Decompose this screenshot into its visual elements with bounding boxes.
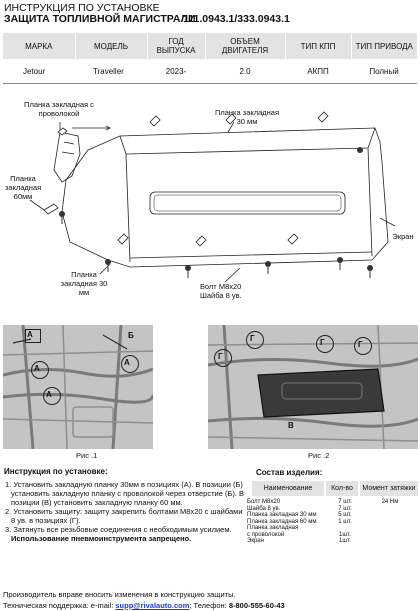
callout-bolt: Болт М8х20 — [200, 282, 242, 291]
instruction-step: 8 ув. в позициях (Г). — [11, 516, 81, 525]
spec-header-cell: ОБЪЕМ ДВИГАТЕЛЯ — [205, 33, 286, 59]
instructions-list: 1. Установить закладную планку 30мм в по… — [5, 480, 248, 543]
kit-item-name: Болт М8х20 — [247, 499, 281, 505]
position-marker: Г — [250, 334, 255, 343]
shield-window — [149, 191, 346, 215]
position-marker: А — [124, 358, 130, 367]
footer-support: Техническая поддержка: e-mail: supp@riva… — [3, 601, 285, 610]
callout-plate-30-bottom: Планка закладная 30 мм — [60, 270, 108, 297]
doc-heading-line2: ЗАЩИТА ТОПЛИВНОЙ МАГИСТРАЛИ — [4, 13, 196, 25]
spec-cell: Jetour — [3, 59, 75, 84]
kit-item-name: Планка закладная 30 мм — [247, 512, 317, 518]
photo-fig1: А А А А Б — [3, 325, 153, 449]
kit-header-torque: Момент затяжки — [360, 481, 418, 496]
callout-plate-30-top: Планка закладная 30 мм — [214, 108, 280, 126]
position-marker: Г — [320, 338, 325, 347]
position-marker: А — [46, 390, 52, 399]
support-phone: 8-800-555-60-43 — [228, 601, 285, 610]
spec-cell: Traveller — [75, 59, 147, 84]
doc-heading-line1: ИНСТРУКЦИЯ ПО УСТАНОВКЕ — [4, 2, 160, 14]
instruction-step: позиции (В) установить закладную планку … — [11, 498, 183, 507]
kit-torque-value: 24 Нм — [381, 499, 399, 505]
spec-cell: 2.0 — [205, 59, 285, 84]
callout-screen: Экран — [392, 232, 414, 241]
spec-header-cell: ТИП ПРИВОДА — [351, 33, 417, 59]
spec-cell: Полный — [351, 59, 417, 84]
position-marker: А — [27, 330, 33, 339]
left-bracket — [53, 131, 81, 183]
kit-item-qty: 1шт. — [339, 531, 351, 538]
kit-item-qty: 1шт. — [339, 538, 351, 544]
callout-washer: Шайба 8 ув. — [200, 291, 242, 300]
position-marker: В — [288, 421, 294, 430]
spec-header-cell: ГОД ВЫПУСКА — [147, 33, 206, 59]
kit-qty-list: 7 шт. 7 шт. 5 шт. 1 шт. 1шт. 1шт. — [330, 499, 360, 545]
kit-item-name: Планка закладная — [247, 525, 299, 531]
position-marker: Б — [128, 331, 134, 340]
callout-wire-plate: Планка закладная с проволокой — [24, 100, 94, 118]
spec-header-row: МАРКА МОДЕЛЬ ГОД ВЫПУСКА ОБЪЕМ ДВИГАТЕЛЯ… — [3, 33, 417, 59]
support-email-link[interactable]: supp@rivalauto.com — [115, 601, 190, 610]
kit-item-name: Шайба 8 ув. — [247, 505, 281, 512]
spec-cell: АКПП — [285, 59, 351, 84]
installed-shield — [257, 368, 385, 418]
exploded-diagram — [29, 111, 396, 283]
instructions-title: Инструкция по установке: — [4, 467, 108, 476]
position-marker: Г — [218, 352, 223, 361]
kit-item-qty: 7 шт. — [338, 505, 352, 512]
instruction-step: 2. Установить защиту: защиту закрепить б… — [5, 507, 243, 516]
kit-item-qty: 5 шт. — [338, 512, 352, 518]
footer-disclaimer: Производитель вправе вносить изменения в… — [3, 590, 236, 599]
spec-cell: 2023- — [147, 59, 205, 84]
kit-item-name: Экран — [247, 538, 264, 544]
kit-item-qty: 7 шт. — [338, 499, 352, 505]
instruction-step: 3. Затянуть все резьбовые соединения с н… — [5, 525, 232, 534]
photo-fig2: Г Г В Г Г — [208, 325, 418, 449]
bolt-icons — [59, 147, 373, 271]
support-label: Техническая поддержка: e-mail: — [3, 601, 116, 610]
spec-value-row: Jetour Traveller 2023- 2.0 АКПП Полный — [3, 59, 417, 84]
kit-header-qty: Кол-во — [326, 481, 358, 496]
spec-header-cell: МАРКА — [3, 33, 76, 59]
instruction-step: 1. Установить закладную планку 30мм в по… — [5, 480, 243, 489]
position-marker: Г — [358, 340, 363, 349]
instruction-step: установить закладную планку с проволокой… — [11, 489, 245, 498]
position-marker: А — [34, 364, 40, 373]
instruction-warning: Использование пневмоинструмента запрещен… — [11, 534, 192, 543]
kit-header-name: Наименование — [252, 481, 324, 496]
spec-header-cell: МОДЕЛЬ — [75, 33, 148, 59]
kit-item-qty: 1 шт. — [338, 518, 352, 525]
kit-names-list: Болт М8х20 Шайба 8 ув. Планка закладная … — [247, 499, 327, 545]
fig1-caption: Рис .1 — [76, 451, 98, 460]
kit-item-name: с проволокой — [247, 531, 285, 538]
vehicle-spec-table: МАРКА МОДЕЛЬ ГОД ВЫПУСКА ОБЪЕМ ДВИГАТЕЛЯ… — [3, 33, 417, 84]
spec-header-cell: ТИП КПП — [285, 33, 352, 59]
kit-item-name: Планка закладная 60 мм — [247, 518, 317, 525]
kit-title: Состав изделия: — [256, 468, 323, 477]
undercarriage-image-1 — [3, 325, 153, 449]
part-code: 111.0943.1/333.0943.1 — [183, 13, 290, 25]
callout-plate-60: Планка закладная 60мм — [4, 174, 42, 201]
undercarriage-image-2 — [208, 325, 418, 449]
phone-label: ; Телефон: — [189, 601, 229, 610]
fig2-caption: Рис .2 — [308, 451, 330, 460]
